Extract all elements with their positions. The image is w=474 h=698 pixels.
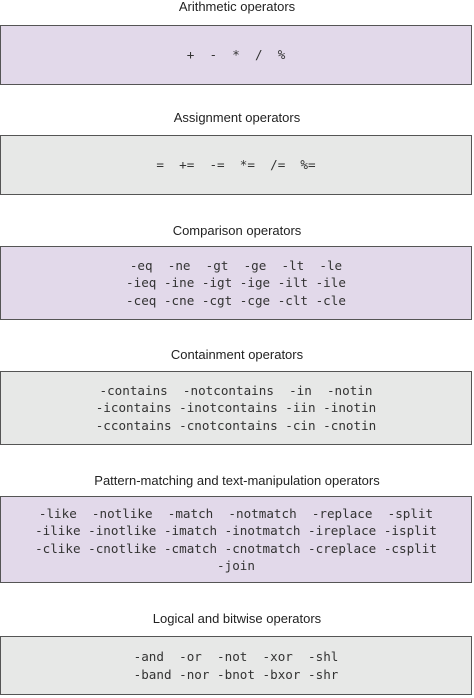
operator-line: -like -notlike -match -notmatch -replace…	[38, 505, 434, 521]
operator-line: -and -or -not -xor -shl	[133, 649, 339, 664]
logical-bitwise-operators-title: Logical and bitwise operators	[152, 611, 322, 626]
containment-operators-box: -contains -notcontains -in -notin -icont…	[0, 371, 472, 445]
operator-line: = += -= *= /= %=	[156, 157, 316, 173]
comparison-operators-title: Comparison operators	[172, 223, 302, 238]
assignment-operators-box: = += -= *= /= %=	[0, 135, 472, 195]
containment-operators-title: Containment operators	[170, 347, 304, 362]
pattern-matching-operators-title: Pattern-matching and text-manipulation o…	[94, 473, 380, 488]
operator-line: -eq -ne -gt -ge -lt -le	[129, 257, 343, 273]
assignment-operators-title: Assignment operators	[173, 110, 301, 125]
operator-line: -ccontains -cnotcontains -cin -cnotin	[95, 417, 377, 433]
logical-bitwise-operators-box: -and -or -not -xor -shl -band -nor -bnot…	[0, 636, 472, 695]
operator-line: -contains -notcontains -in -notin	[99, 382, 373, 398]
arithmetic-operators-title: Arithmetic operators	[178, 0, 296, 14]
operator-line: -clike -cnotlike -cmatch -cnotmatch -cre…	[35, 540, 437, 556]
operator-line: -icontains -inotcontains -iin -inotin	[95, 400, 377, 416]
operator-line: -ilike -inotlike -imatch -inotmatch -ire…	[35, 523, 437, 538]
operator-line: -join	[217, 558, 255, 573]
operator-line: -ieq -ine -igt -ige -ilt -ile	[126, 275, 346, 291]
operator-line: -ceq -cne -cgt -cge -clt -cle	[126, 292, 346, 308]
operator-line: + - * / %	[186, 47, 286, 63]
pattern-matching-operators-box: -like -notlike -match -notmatch -replace…	[0, 496, 472, 583]
arithmetic-operators-box: + - * / %	[0, 25, 472, 85]
operator-line: -band -nor -bnot -bxor -shr	[133, 666, 339, 682]
comparison-operators-box: -eq -ne -gt -ge -lt -le -ieq -ine -igt -…	[0, 246, 472, 320]
